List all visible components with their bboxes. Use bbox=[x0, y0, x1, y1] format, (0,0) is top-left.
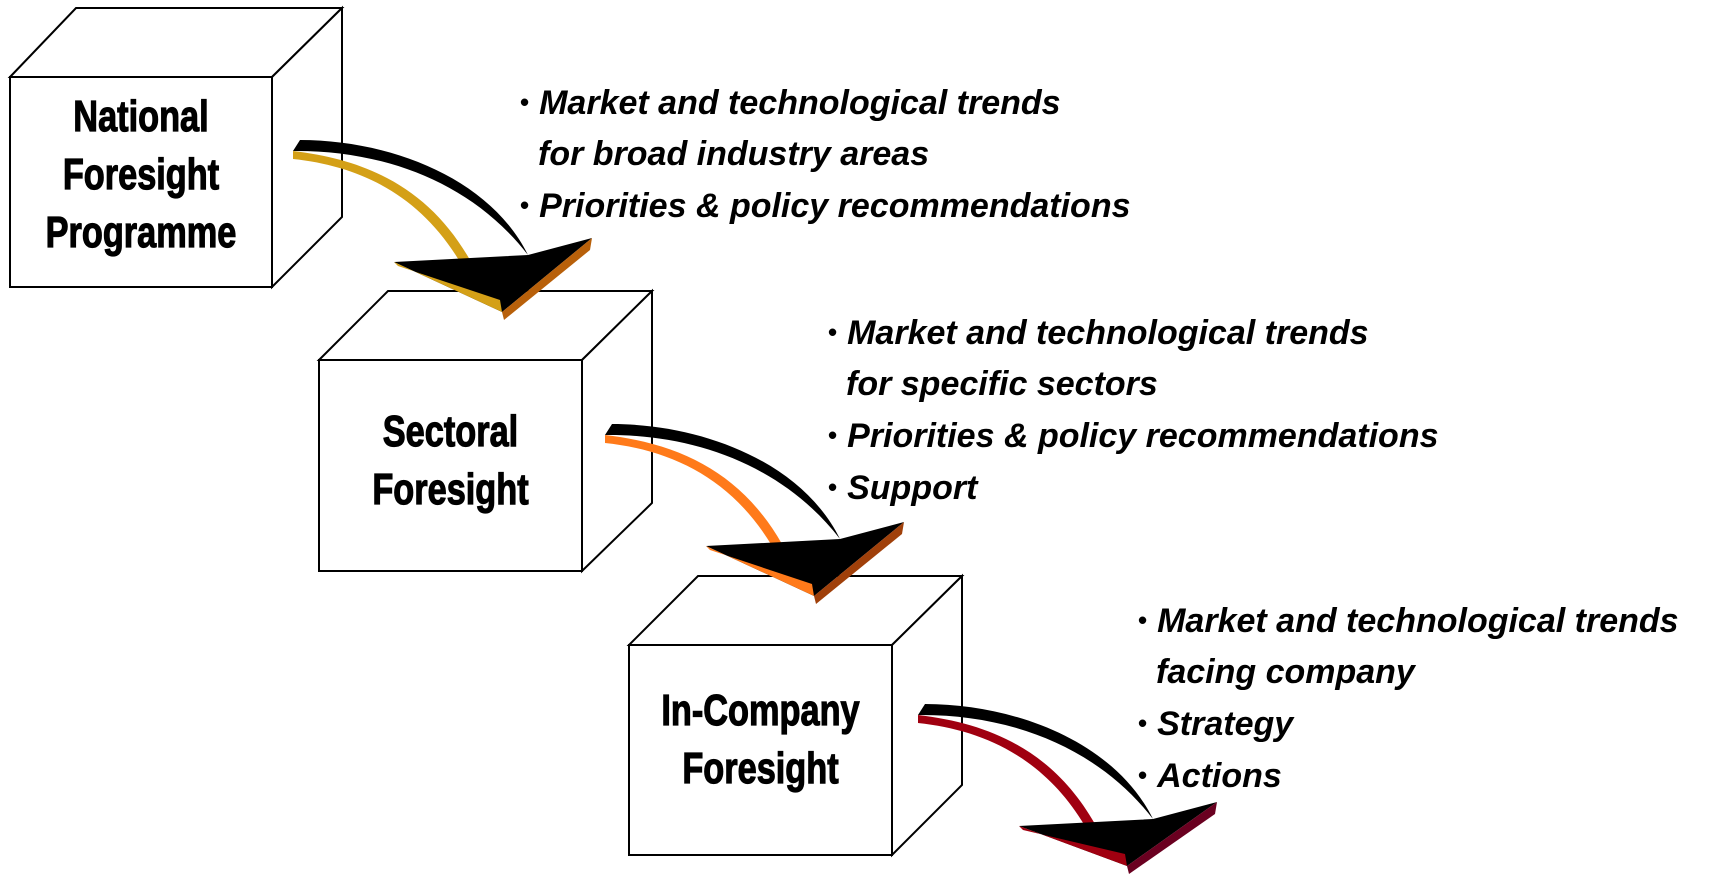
arrow-sectoral-to-in-company bbox=[605, 424, 904, 604]
box-label-national: National Foresight Programme bbox=[39, 88, 243, 262]
bullets-in-company: • Market and technological trends facing … bbox=[1138, 595, 1679, 802]
bullet-text: Market and technological trends bbox=[847, 314, 1369, 352]
box-label-line: Programme bbox=[45, 208, 237, 258]
bullet-text: Strategy bbox=[1157, 705, 1294, 743]
bullet-item: • Market and technological trends bbox=[828, 307, 1439, 359]
bullet-dot: • bbox=[828, 472, 838, 502]
bullet-item: • Priorities & policy recommendations bbox=[828, 410, 1439, 462]
box-label-in-company: In-Company Foresight bbox=[658, 682, 863, 798]
bullet-text: Actions bbox=[1157, 757, 1282, 795]
bullet-dot: • bbox=[520, 87, 530, 117]
bullets-national: • Market and technological trends for bro… bbox=[520, 77, 1131, 232]
box-label-line: Foresight bbox=[682, 743, 839, 794]
box-label-line: National bbox=[73, 91, 209, 141]
bullet-text: Market and technological trends bbox=[539, 84, 1061, 122]
cube-in-company bbox=[626, 573, 965, 858]
cube-national bbox=[7, 5, 345, 290]
box-label-line: Foresight bbox=[372, 464, 529, 515]
bullet-item: • Actions bbox=[1138, 750, 1679, 802]
bullet-text: Priorities & policy recommendations bbox=[847, 417, 1439, 455]
bullet-dot: • bbox=[520, 190, 530, 220]
bullet-item: • Market and technological trends bbox=[520, 77, 1131, 129]
bullet-continuation: facing company bbox=[1156, 653, 1415, 691]
bullet-dot: • bbox=[828, 420, 838, 450]
box-label-line: In-Company bbox=[661, 685, 860, 735]
bullet-continuation: for specific sectors bbox=[846, 365, 1158, 403]
bullet-dot: • bbox=[1138, 605, 1148, 635]
box-label-sectoral: Sectoral Foresight bbox=[348, 403, 553, 519]
bullet-dot: • bbox=[828, 317, 838, 347]
arrow-national-to-sectoral bbox=[293, 140, 592, 320]
bullet-text: Support bbox=[847, 469, 978, 507]
bullet-dot: • bbox=[1138, 760, 1148, 790]
bullet-text: Market and technological trends bbox=[1157, 602, 1679, 640]
bullet-item: • Priorities & policy recommendations bbox=[520, 180, 1131, 232]
bullet-continuation: for broad industry areas bbox=[538, 135, 930, 173]
bullet-text: Priorities & policy recommendations bbox=[539, 187, 1131, 225]
bullet-item: • Support bbox=[828, 462, 1439, 514]
box-label-line: Sectoral bbox=[382, 406, 519, 456]
arrow-in-company-to-actions bbox=[918, 704, 1217, 874]
bullets-sectoral: • Market and technological trends for spe… bbox=[828, 307, 1439, 514]
bullet-dot: • bbox=[1138, 708, 1148, 738]
box-label-line: Foresight bbox=[62, 149, 220, 200]
bullet-item: • Market and technological trends bbox=[1138, 595, 1679, 647]
bullet-item: • Strategy bbox=[1138, 698, 1679, 750]
